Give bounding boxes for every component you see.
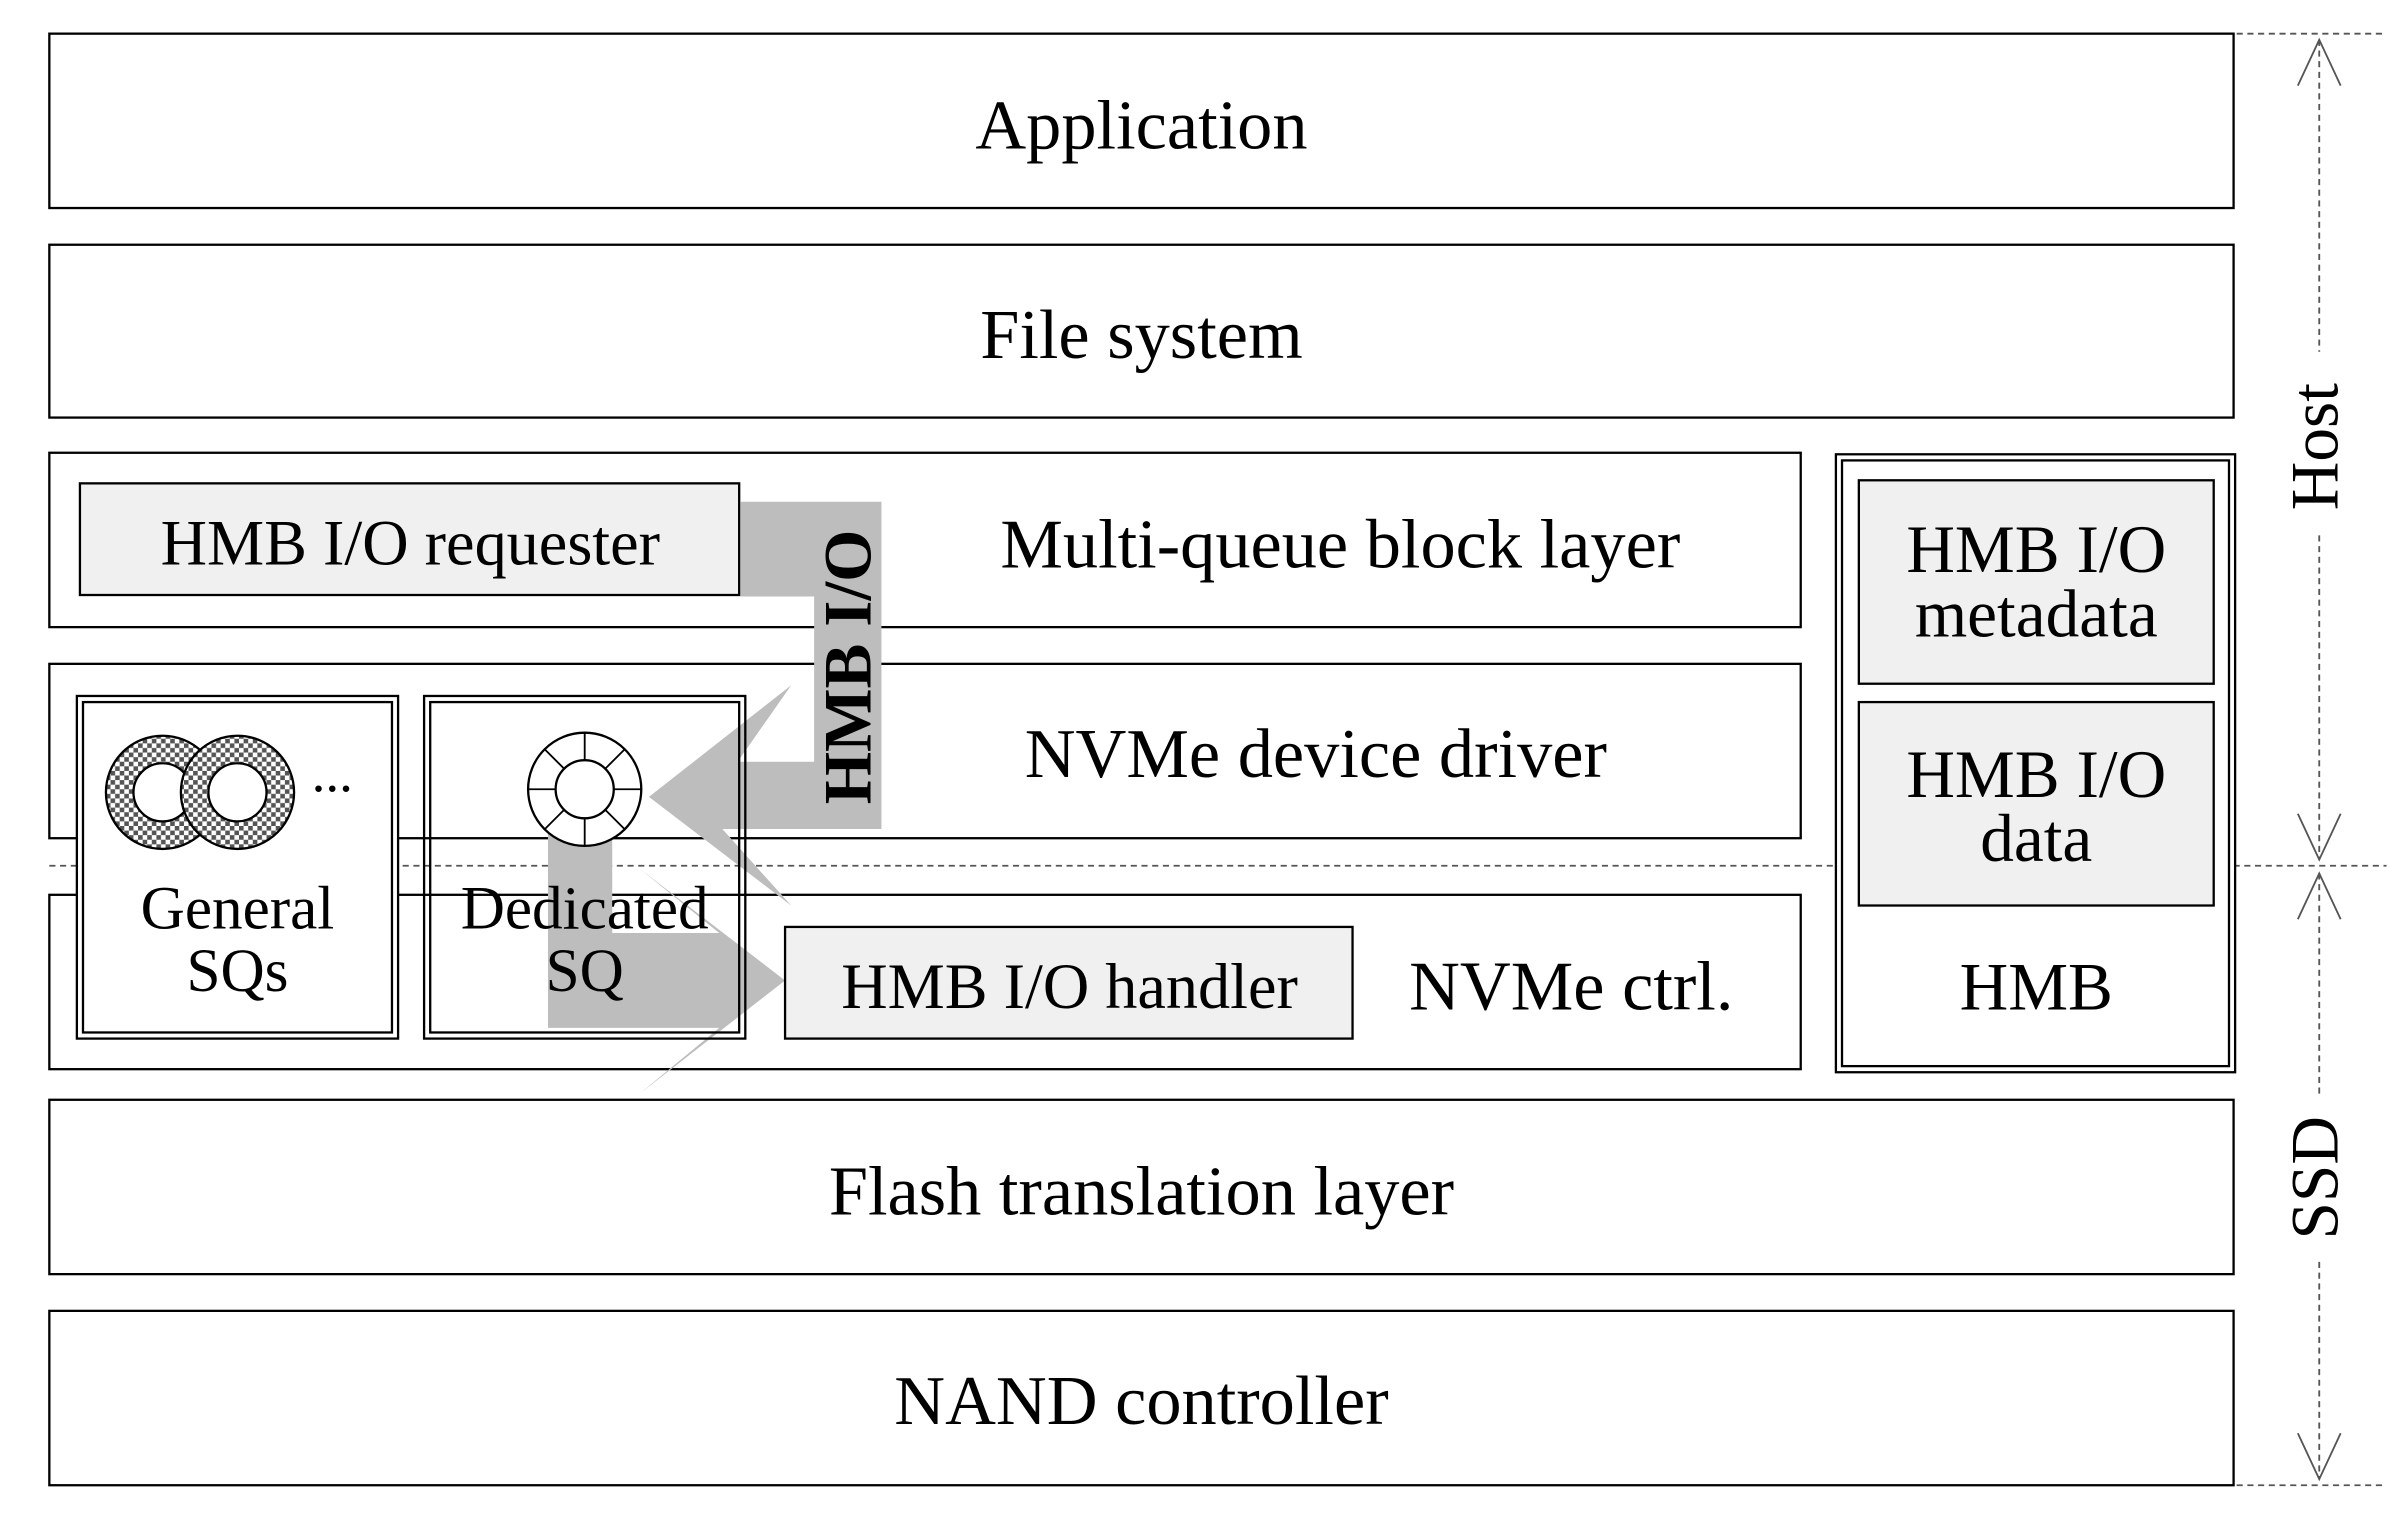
hmb-io-flow-arrow: HMB I/O (547, 501, 886, 1094)
hmb-panel: HMB I/O metadata HMB I/O data HMB (1834, 453, 2237, 1074)
general-sqs-box: ... General SQs (75, 694, 400, 1040)
host-arrow-up-icon (2297, 37, 2342, 87)
dedicated-sq-label-line1: Dedicated (461, 874, 709, 942)
application-label: Application (975, 86, 1307, 164)
host-arrow-down-icon (2297, 813, 2342, 862)
hmb-data-box: HMB I/O data (1857, 700, 2215, 907)
nand-layer: NAND controller (48, 1309, 2235, 1487)
hmb-title: HMB (1960, 950, 2113, 1025)
hmb-io-requester: HMB I/O requester (78, 482, 741, 597)
hmb-data-line1: HMB I/O (1906, 737, 2166, 812)
hmb-metadata-line2: metadata (1915, 576, 2158, 651)
more-queues-ellipsis: ... (312, 742, 353, 803)
hmb-metadata-box: HMB I/O metadata (1857, 479, 2215, 685)
application-layer: Application (48, 32, 2235, 210)
ssd-arrow-down-icon (2297, 1432, 2342, 1482)
device-driver-label: NVMe device driver (1025, 715, 1607, 793)
file-system-label: File system (980, 296, 1302, 374)
dedicated-sq-ring (526, 731, 643, 848)
ftl-layer: Flash translation layer (48, 1098, 2235, 1276)
hmb-data-line2: data (1980, 801, 2092, 876)
requester-label: HMB I/O requester (161, 507, 660, 578)
hmb-metadata-line1: HMB I/O (1906, 512, 2166, 587)
file-system-layer: File system (48, 243, 2235, 419)
ssd-extent: SSD (2278, 871, 2353, 1482)
hmb-io-handler: HMB I/O handler (783, 925, 1354, 1040)
host-extent: Host (2278, 37, 2353, 862)
handler-label: HMB I/O handler (841, 951, 1298, 1022)
nand-label: NAND controller (894, 1362, 1388, 1440)
dedicated-sq-box: Dedicated SQ (422, 694, 747, 1040)
ssd-label: SSD (2278, 1116, 2353, 1239)
general-sqs-label-line1: General (141, 874, 335, 942)
general-sq-ring-2 (179, 734, 296, 851)
ftl-label: Flash translation layer (829, 1152, 1454, 1230)
dedicated-sq-label-line2: SQ (546, 937, 624, 1005)
block-layer-label: Multi-queue block layer (1000, 505, 1680, 583)
host-label: Host (2278, 383, 2353, 510)
hmb-io-flow-label: HMB I/O (811, 529, 886, 804)
nvme-ctrl-label: NVMe ctrl. (1409, 948, 1733, 1026)
general-sqs-label-line2: SQs (186, 937, 288, 1005)
ssd-arrow-up-icon (2297, 871, 2342, 920)
